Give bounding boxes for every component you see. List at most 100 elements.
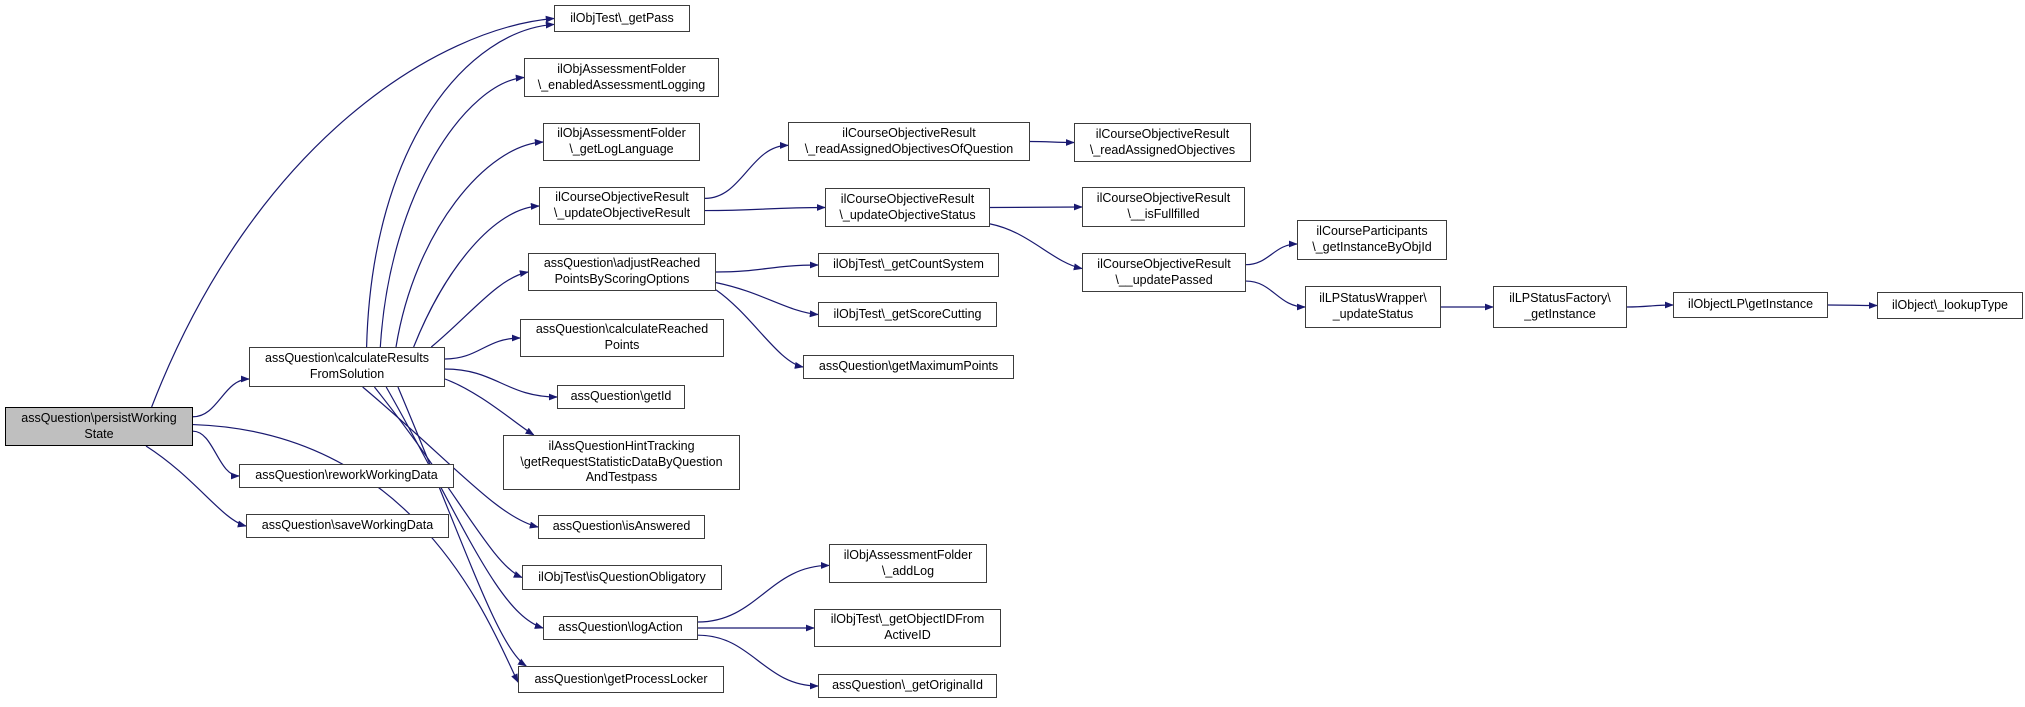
node-label-line: FromSolution xyxy=(309,367,385,381)
node-label-line: ilCourseObjectiveResult xyxy=(840,191,975,206)
node-ilcourseobjectiveresult-isfullfilled[interactable]: ilCourseObjectiveResult \__isFullfilled xyxy=(1082,187,1245,227)
call-edge-calculate_results_from_solution-to-get_process_locker xyxy=(397,386,527,667)
node-label-line: PointsByScoringOptions xyxy=(554,272,690,286)
node-label-line: \_addLog xyxy=(881,563,935,578)
node-label-line: assQuestion\getProcessLocker xyxy=(534,671,708,686)
call-edge-calculate_results_from_solution-to-calculate_reached_points xyxy=(444,334,521,360)
node-illpstatusfactory-getinstance[interactable]: ilLPStatusFactory\ _getInstance xyxy=(1493,286,1627,328)
node-label-line: \getRequestStatisticDataByQuestion xyxy=(520,454,723,469)
node-ilobjectlp-getinstance[interactable]: ilObjectLP\getInstance xyxy=(1673,292,1828,318)
node-ilobjassessmentfolder-addlog[interactable]: ilObjAssessmentFolder \_addLog xyxy=(829,544,987,583)
node-label-line: ilCourseParticipants xyxy=(1316,224,1428,239)
node-ilcourseobjectiveresult-readassignedobjectivesofquestion[interactable]: ilCourseObjectiveResult \_readAssignedOb… xyxy=(788,122,1030,161)
call-edge-adjust_reached_points-to-get_maximum_points xyxy=(715,289,804,369)
node-assquestion-saveworkingdata[interactable]: assQuestion\saveWorkingData xyxy=(246,514,449,538)
node-label-line: assQuestion\saveWorkingData xyxy=(261,518,434,533)
node-assquestion-logaction[interactable]: assQuestion\logAction xyxy=(543,616,698,640)
call-edge-log_action-to-add_log xyxy=(697,561,830,623)
node-ilcourseparticipants-getinstancebyobjid[interactable]: ilCourseParticipants \_getInstanceByObjI… xyxy=(1297,220,1447,260)
call-edge-update_objective_result-to-read_assigned_objectives_of_question xyxy=(704,141,789,199)
node-label-line: \__isFullfilled xyxy=(1127,207,1200,221)
node-ilcourseobjectiveresult-updateobjectiveresult[interactable]: ilCourseObjectiveResult \_updateObjectiv… xyxy=(539,187,705,225)
node-illpstatuswrapper-updatestatus[interactable]: ilLPStatusWrapper\ _updateStatus xyxy=(1305,286,1441,328)
call-edge-calculate_results_from_solution-to-is_answered xyxy=(362,386,539,529)
node-label-line: AndTestpass xyxy=(585,470,658,485)
node-label-line: ilCourseObjectiveResult xyxy=(1096,191,1231,206)
node-ilobjassessmentfolder-enabledassessmentlogging[interactable]: ilObjAssessmentFolder \_enabledAssessmen… xyxy=(524,58,719,97)
node-assquestion-getprocesslocker[interactable]: assQuestion\getProcessLocker xyxy=(518,666,724,693)
node-assquestion-getmaximumpoints[interactable]: assQuestion\getMaximumPoints xyxy=(803,355,1014,379)
node-label-line: ilObjTest\_getPass xyxy=(570,10,674,25)
node-label-line: ilAssQuestionHintTracking xyxy=(548,438,695,453)
node-ilobjtest-getscorecutting[interactable]: ilObjTest\_getScoreCutting xyxy=(818,302,997,327)
node-label-line: ActiveID xyxy=(884,628,931,642)
node-label-line: assQuestion\adjustReached xyxy=(543,256,701,271)
call-edge-log_action-to-get_original_id xyxy=(697,634,819,690)
node-ilcourseobjectiveresult-updateobjectivestatus[interactable]: ilCourseObjectiveResult \_updateObjectiv… xyxy=(825,188,990,227)
node-label-line: \__updatePassed xyxy=(1115,272,1213,287)
call-edge-calculate_results_from_solution-to-get_log_language xyxy=(395,138,544,348)
node-ilobjtest-getpass[interactable]: ilObjTest\_getPass xyxy=(554,5,690,32)
node-label-line: assQuestion\calculateResults xyxy=(265,351,429,366)
call-edge-persist_working_state-to-rework_working_data xyxy=(192,430,240,480)
call-edge-adjust_reached_points-to-get_count_system xyxy=(715,261,819,273)
node-label-line: assQuestion\persistWorking xyxy=(21,410,177,425)
node-label-line: _getInstance xyxy=(1524,307,1596,321)
node-ilobject-lookuptype[interactable]: ilObject\_lookupType xyxy=(1877,292,2023,319)
node-label-line: assQuestion\calculateReached xyxy=(535,322,709,337)
call-edge-update_passed-to-lp_update_status xyxy=(1245,280,1306,311)
node-assquestion-calculateresultsfromsolution[interactable]: assQuestion\calculateResults FromSolutio… xyxy=(249,347,445,387)
node-ilobjtest-getobjectidfromactiveid[interactable]: ilObjTest\_getObjectIDFrom ActiveID xyxy=(814,609,1001,647)
node-ilcourseobjectiveresult-updatepassed[interactable]: ilCourseObjectiveResult \__updatePassed xyxy=(1082,253,1246,292)
call-edge-persist_working_state-to-get_pass xyxy=(151,15,555,408)
node-label-line: assQuestion\getId xyxy=(570,389,672,404)
call-edge-update_passed-to-get_instance_by_obj_id xyxy=(1245,240,1298,266)
node-assquestion-isanswered[interactable]: assQuestion\isAnswered xyxy=(538,515,705,539)
node-assquestion-persistworkingstate[interactable]: assQuestion\persistWorking State xyxy=(5,407,193,446)
node-label-line: assQuestion\_getOriginalId xyxy=(832,678,983,693)
node-label-line: State xyxy=(84,426,114,441)
node-label-line: ilCourseObjectiveResult xyxy=(842,125,976,140)
call-edge-persist_working_state-to-save_working_data xyxy=(145,445,247,528)
node-label-line: ilObjTest\_getCountSystem xyxy=(833,257,984,272)
node-label-line: \_getInstanceByObjId xyxy=(1312,240,1432,254)
node-label-line: ilObjTest\isQuestionObligatory xyxy=(538,569,706,584)
node-assquestion-getid[interactable]: assQuestion\getId xyxy=(557,385,685,409)
node-ilobjtest-getcountsystem[interactable]: ilObjTest\_getCountSystem xyxy=(818,253,999,277)
node-label-line: ilCourseObjectiveResult xyxy=(1097,256,1231,271)
node-label-line: \_getLogLanguage xyxy=(569,142,674,156)
call-edge-lp_factory_get_instance-to-object_lp_get_instance xyxy=(1626,301,1674,309)
node-label-line: ilCourseObjectiveResult xyxy=(555,190,689,205)
node-label-line: ilLPStatusFactory\ xyxy=(1509,291,1611,306)
call-edge-calculate_results_from_solution-to-enabled_assessment_logging xyxy=(379,74,525,348)
node-label-line: ilCourseObjectiveResult xyxy=(1095,126,1230,141)
call-edge-object_lp_get_instance-to-lookup_type xyxy=(1827,301,1878,309)
node-label-line: \_updateObjectiveResult xyxy=(553,206,691,220)
call-edge-calculate_results_from_solution-to-update_objective_result xyxy=(413,202,540,348)
node-ilobjtest-isquestionobligatory[interactable]: ilObjTest\isQuestionObligatory xyxy=(522,565,722,590)
node-label-line: assQuestion\logAction xyxy=(558,620,683,635)
node-label-line: assQuestion\reworkWorkingData xyxy=(255,468,438,483)
node-assquestion-calculatereachedpoints[interactable]: assQuestion\calculateReached Points xyxy=(520,319,724,357)
call-edge-calculate_results_from_solution-to-log_action xyxy=(385,386,544,629)
node-ilcourseobjectiveresult-readassignedobjectives[interactable]: ilCourseObjectiveResult \_readAssignedOb… xyxy=(1074,123,1251,162)
call-edge-update_objective_status-to-is_fullfilled xyxy=(989,203,1083,211)
node-label-line: assQuestion\getMaximumPoints xyxy=(818,359,999,374)
node-label-line: _updateStatus xyxy=(1332,307,1414,321)
node-label-line: \_enabledAssessmentLogging xyxy=(537,77,706,92)
node-label-line: \_updateObjectiveStatus xyxy=(839,207,976,222)
node-label-line: Points xyxy=(604,338,640,352)
call-edge-read_assigned_objectives_of_question-to-read_assigned_objectives xyxy=(1029,138,1075,146)
node-label-line: ilObjectLP\getInstance xyxy=(1687,297,1814,312)
call-edge-calculate_results_from_solution-to-get_id xyxy=(444,368,558,401)
node-ilobjassessmentfolder-getloglanguage[interactable]: ilObjAssessmentFolder \_getLogLanguage xyxy=(543,123,700,161)
node-label-line: ilObjAssessmentFolder xyxy=(557,126,686,141)
call-edge-adjust_reached_points-to-get_score_cutting xyxy=(715,282,819,318)
node-label-line: ilObjTest\_getScoreCutting xyxy=(833,306,982,321)
node-assquestion-reworkworkingdata[interactable]: assQuestion\reworkWorkingData xyxy=(239,464,454,488)
node-assquestion-getoriginalid[interactable]: assQuestion\_getOriginalId xyxy=(818,674,997,698)
node-label-line: ilLPStatusWrapper\ xyxy=(1319,291,1427,306)
node-ilassquestionhinttracking-getrequeststatisticdata[interactable]: ilAssQuestionHintTracking \getRequestSta… xyxy=(503,435,740,490)
node-assquestion-adjustreachedpointsbyscoringoptions[interactable]: assQuestion\adjustReached PointsByScorin… xyxy=(528,253,716,291)
